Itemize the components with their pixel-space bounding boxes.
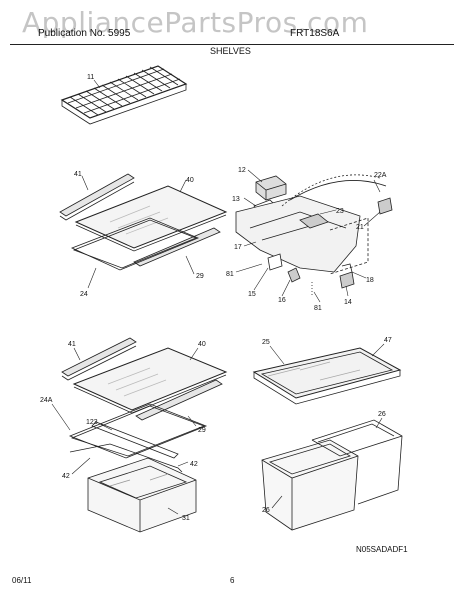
leader-lines [51,79,385,515]
part-label-25: 25 [262,339,270,346]
part-label-29-lower: 29 [198,427,206,434]
part-label-41-upper: 41 [74,171,82,178]
upper-glass-shelf-drawing [59,173,228,271]
part-label-18: 18 [366,277,374,284]
part-label-17: 17 [234,244,242,251]
part-label-23: 23 [336,208,344,215]
part-label-41-lower: 41 [68,341,76,348]
publication-number: Publication No. 5995 [38,28,131,39]
part-label-40-upper: 40 [186,177,194,184]
lower-glass-shelf-drawing [61,337,228,473]
part-label-14: 14 [344,299,352,306]
part-label-12: 12 [238,167,246,174]
part-label-81-right: 81 [314,305,322,312]
part-label-26-right: 26 [378,411,386,418]
wire-shelf-drawing [60,65,188,125]
model-number: FRT18S6A [290,28,340,39]
part-label-31: 31 [182,515,190,522]
footer-date: 06/11 [12,576,32,585]
part-label-11: 11 [87,74,94,81]
pan-drawer-drawing [87,457,197,533]
part-label-81-left: 81 [226,271,234,278]
diagram-code: N05SADADF1 [356,545,408,554]
section-title: SHELVES [210,46,251,56]
control-housing-drawing [235,174,393,296]
part-label-29-upper: 29 [196,273,204,280]
footer-page-number: 6 [230,576,235,585]
part-label-22a: 22A [374,172,387,179]
watermark: AppliancePartsPros.com [22,6,369,39]
crisper-drawers-drawing [261,419,403,531]
part-label-40-lower: 40 [198,341,206,348]
part-label-21: 21 [356,224,364,231]
part-label-123: 123 [86,419,98,426]
crisper-cover-drawing [252,347,402,405]
header-rule [10,44,454,45]
part-label-15: 15 [248,291,256,298]
part-label-13: 13 [232,196,240,203]
part-label-24a: 24A [40,397,53,404]
part-label-24: 24 [80,291,88,298]
part-label-26-left: 26 [262,507,270,514]
part-label-42-right: 42 [190,461,198,468]
part-label-42-left: 42 [62,473,70,480]
part-label-16: 16 [278,297,286,304]
part-label-47: 47 [384,337,392,344]
